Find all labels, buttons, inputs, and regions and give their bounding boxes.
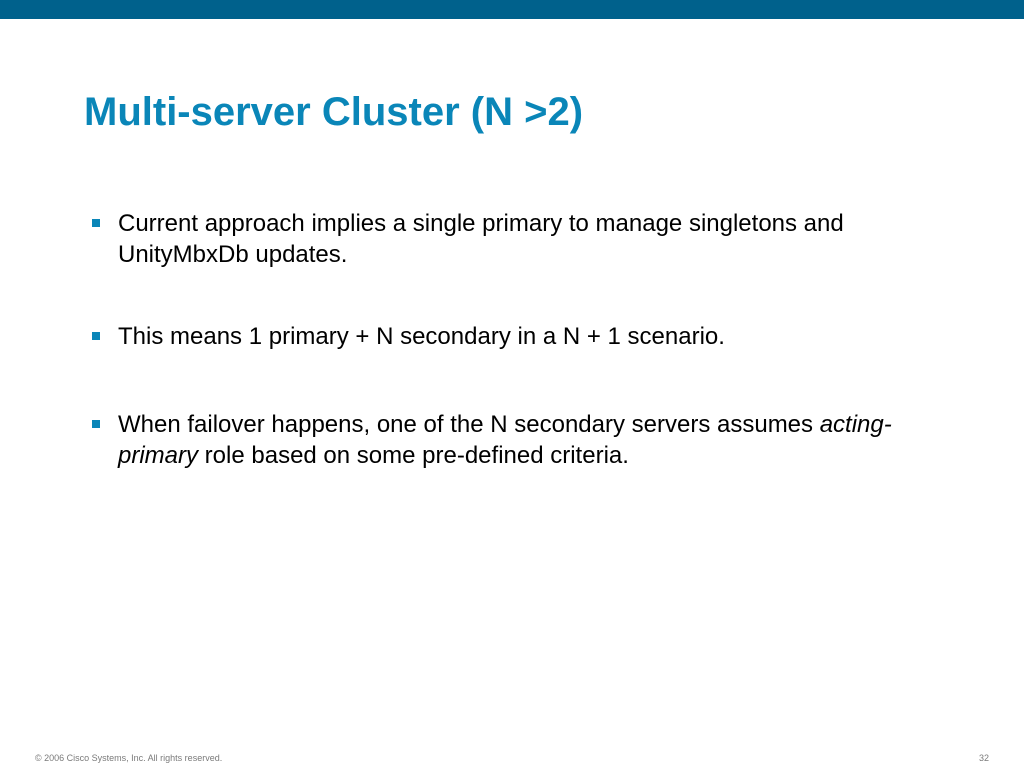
page-number: 32: [978, 753, 989, 763]
bullet-text-emphasis: acting-primary: [118, 411, 892, 469]
bullet-text-part: role based on some pre-defined criteria.: [198, 442, 629, 469]
square-bullet-icon: [92, 332, 100, 340]
bullet-item: This means 1 primary + N secondary in a …: [92, 321, 952, 352]
bullet-text-part: When failover happens, one of the N seco…: [118, 411, 820, 438]
bullet-item: Current approach implies a single primar…: [92, 208, 952, 270]
footer-copyright: © 2006 Cisco Systems, Inc. All rights re…: [35, 753, 223, 763]
slide-title: Multi-server Cluster (N >2): [84, 90, 584, 134]
square-bullet-icon: [92, 420, 100, 428]
square-bullet-icon: [92, 219, 100, 227]
header-bar: [0, 0, 1024, 19]
bullet-list: Current approach implies a single primar…: [92, 208, 952, 471]
bullet-text: Current approach implies a single primar…: [118, 210, 844, 268]
bullet-text: This means 1 primary + N secondary in a …: [118, 323, 725, 350]
bullet-text: When failover happens, one of the N seco…: [118, 411, 892, 469]
bullet-item: When failover happens, one of the N seco…: [92, 409, 952, 471]
